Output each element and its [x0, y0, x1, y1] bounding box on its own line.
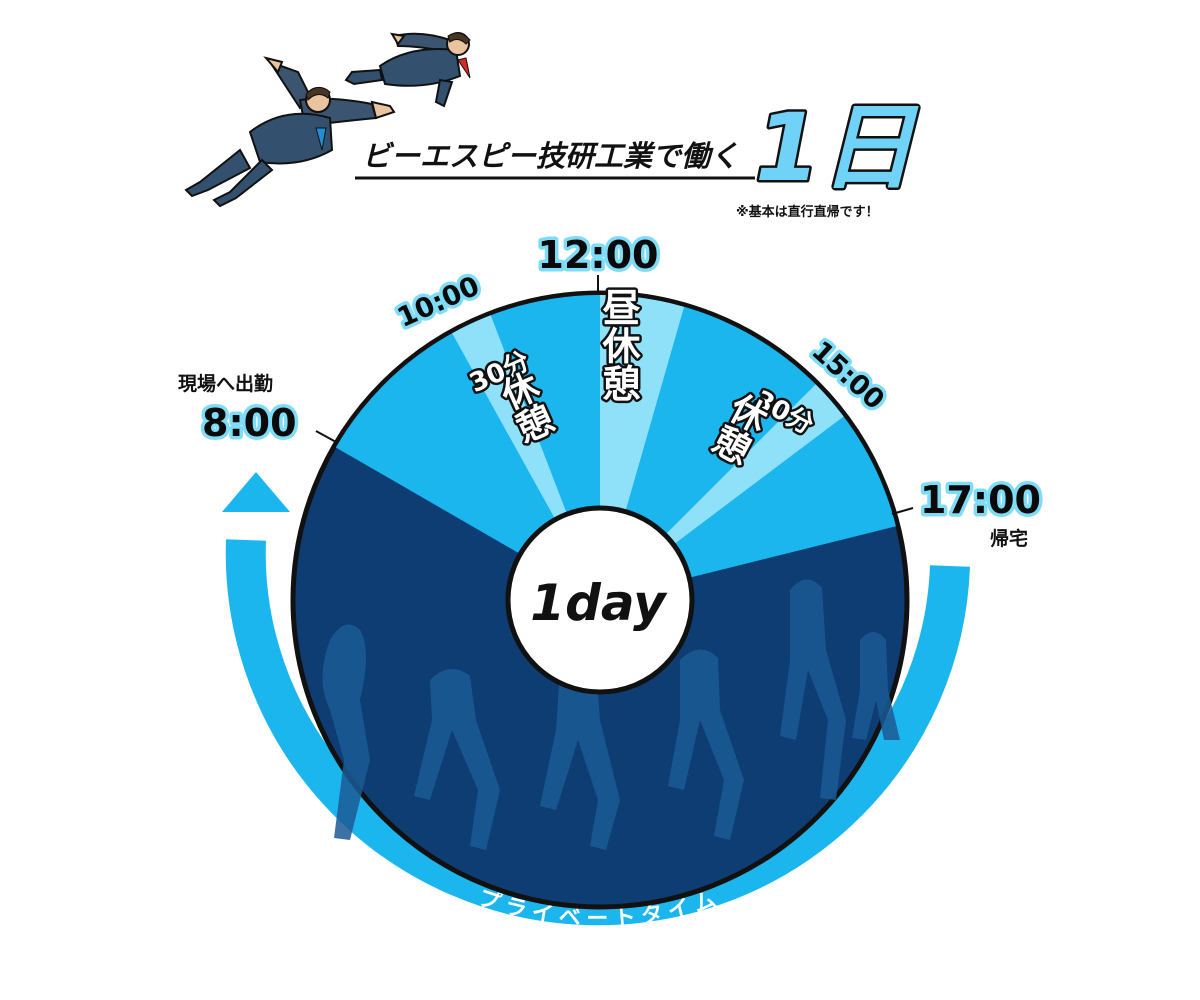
time-noon: 12:00 — [538, 233, 659, 277]
end-caption: 帰宅 — [990, 527, 1028, 550]
businessman-back — [344, 32, 471, 108]
lunch-label: 昼休憩 — [596, 288, 641, 402]
start-caption: 現場へ出勤 — [178, 372, 273, 395]
time-start: 8:00 — [202, 401, 297, 445]
center-label: 1day — [530, 574, 668, 632]
time-end: 17:00 — [920, 478, 1041, 522]
tick-end — [891, 507, 914, 515]
schedule-wheel: 1day 昼休憩 30分 休憩 30分 休憩 — [290, 286, 910, 910]
businessman-front — [184, 56, 396, 208]
dancing-people-silhouettes — [322, 579, 900, 850]
flying-businessmen-illustration — [184, 32, 471, 208]
title-prefix: ビーエスピー技研工業で働く — [362, 139, 739, 173]
title-block: ビーエスピー技研工業で働く 1日 ※基本は直行直帰です！ — [355, 92, 922, 220]
title-big-1day: 1日 — [755, 94, 919, 203]
title-note: ※基本は直行直帰です！ — [736, 204, 879, 220]
arrow-head — [222, 472, 290, 512]
tick-start — [315, 430, 337, 443]
wheel-hub — [505, 505, 695, 695]
